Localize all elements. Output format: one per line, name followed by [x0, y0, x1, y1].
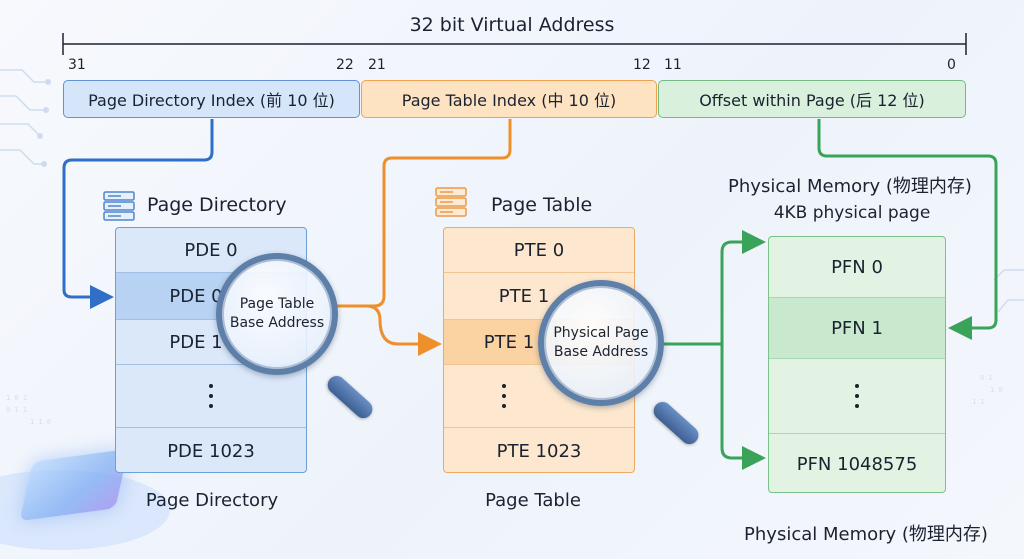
table-row: PTE 1: [444, 273, 634, 320]
bit-label-21: 21: [368, 57, 386, 73]
lens-label-line1: Page Table: [239, 296, 315, 312]
magnifier-icon: Page Table Base Address: [216, 253, 338, 375]
svg-text:1 1: 1 1: [972, 398, 985, 406]
page-directory-caption: Page Directory: [145, 490, 279, 511]
physical-page-size-label: 4KB physical page: [773, 203, 931, 223]
page-table-title: Page Table: [491, 194, 593, 216]
table-base-arrow: [336, 304, 442, 356]
table-row: PFN 0: [769, 237, 945, 298]
physical-page-range-arrow: [720, 240, 766, 470]
table-row-ellipsis: [769, 359, 945, 434]
page-directory-index-segment: Page Directory Index (前 10 位): [63, 80, 360, 118]
table-row: PDE 1023: [167, 440, 255, 462]
bit-label-22: 22: [336, 57, 354, 73]
table-index-arrow: [356, 119, 512, 308]
physical-memory-caption: Physical Memory (物理内存): [744, 524, 988, 545]
address-range-bracket: [62, 33, 967, 55]
page-directory-title: Page Directory: [147, 194, 287, 216]
server-icon: [435, 187, 467, 217]
bit-label-31: 31: [68, 57, 86, 73]
svg-text:0 1 1: 0 1 1: [6, 406, 27, 414]
table-row-ellipsis: [444, 365, 634, 428]
page-offset-segment: Offset within Page (后 12 位): [658, 80, 966, 118]
physical-memory-title: Physical Memory (物理内存): [728, 176, 972, 197]
svg-text:1 0: 1 0: [990, 386, 1003, 394]
bit-label-12: 12: [633, 57, 651, 73]
svg-text:1 0 1: 1 0 1: [6, 394, 27, 402]
table-row: PFN 1048575: [796, 453, 918, 475]
offset-arrow: [817, 119, 998, 340]
table-row-ellipsis: [116, 365, 306, 428]
server-icon: [103, 191, 135, 221]
page-table-caption: Page Table: [485, 490, 581, 511]
bit-label-0: 0: [947, 57, 956, 73]
table-row: PDE 1: [116, 320, 306, 365]
physical-memory-table: PFN 0 PFN 1 PFN 1048575: [768, 236, 946, 493]
virtual-address-title: 32 bit Virtual Address: [409, 14, 615, 36]
table-row: PTE 0: [444, 228, 634, 273]
svg-text:1 1 0: 1 1 0: [30, 418, 51, 426]
magnifier-icon: Physical Page Base Address: [538, 280, 664, 406]
lens-label-line2: Base Address: [229, 315, 325, 331]
directory-index-arrow: [62, 119, 214, 309]
lens-label-line1: Physical Page: [553, 325, 649, 341]
svg-text:0 1: 0 1: [980, 374, 993, 382]
table-row: PTE 1023: [496, 440, 582, 462]
table-row: PDE 0: [116, 228, 306, 273]
bit-label-11: 11: [664, 57, 682, 73]
page-table-index-segment: Page Table Index (中 10 位): [361, 80, 657, 118]
table-row: PFN 1: [769, 298, 945, 359]
lens-label-line2: Base Address: [553, 344, 649, 360]
